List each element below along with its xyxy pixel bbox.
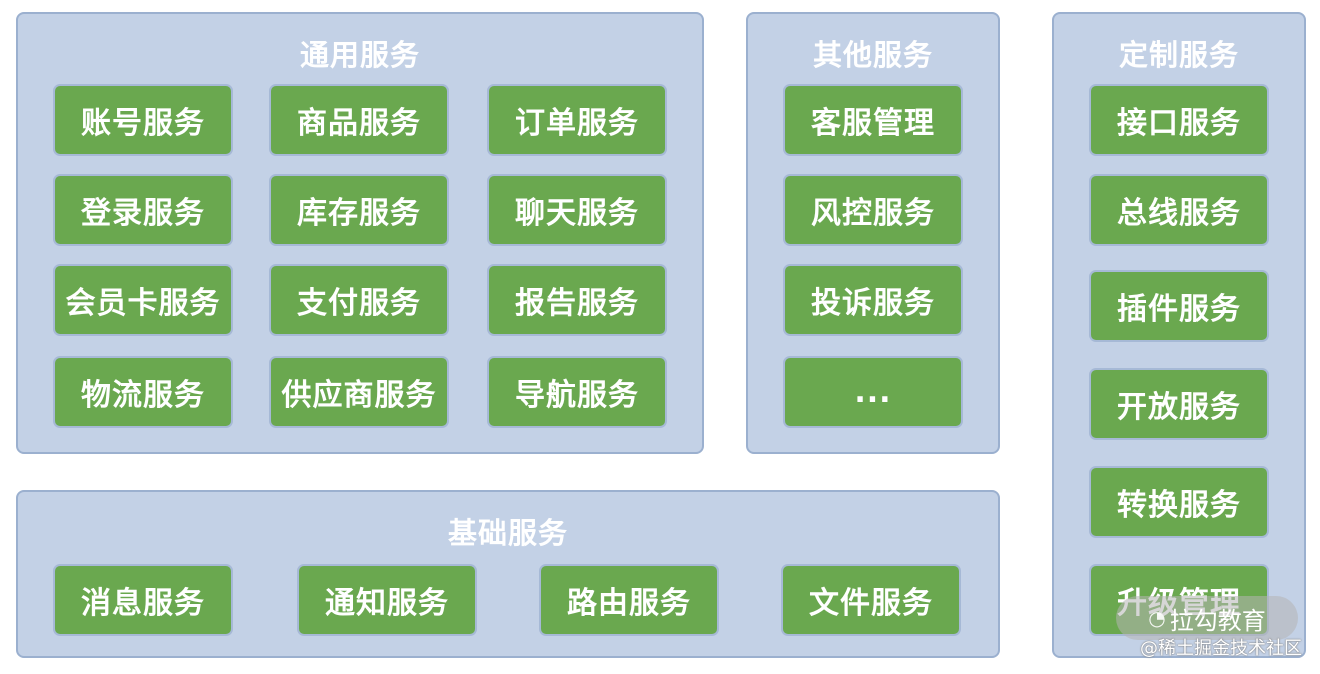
service-box-bus: 总线服务 — [1089, 174, 1269, 246]
service-box-report: 报告服务 — [487, 264, 667, 336]
service-box-conversion: 转换服务 — [1089, 466, 1269, 538]
service-box-interface: 接口服务 — [1089, 84, 1269, 156]
watermark-credit: @稀土掘金技术社区 — [1140, 638, 1302, 659]
service-box-membership: 会员卡服务 — [53, 264, 233, 336]
service-box-account: 账号服务 — [53, 84, 233, 156]
other-services-title: 其他服务 — [812, 38, 933, 72]
service-box-supplier: 供应商服务 — [269, 356, 449, 428]
watermark-text: 拉勾教育 — [1169, 606, 1266, 635]
base-services-title: 基础服务 — [447, 516, 568, 550]
service-box-risk-control: 风控服务 — [783, 174, 963, 246]
service-box-customer-service: 客服管理 — [783, 84, 963, 156]
custom-services-title: 定制服务 — [1118, 38, 1239, 72]
service-box-more: ... — [783, 356, 963, 428]
service-box-navigation: 导航服务 — [487, 356, 667, 428]
service-box-login: 登录服务 — [53, 174, 233, 246]
service-box-product: 商品服务 — [269, 84, 449, 156]
watermark-badge: ◔ 拉勾教育 — [1116, 596, 1298, 640]
service-box-routing: 路由服务 — [539, 564, 719, 636]
service-box-plugin: 插件服务 — [1089, 270, 1269, 342]
service-box-notification: 通知服务 — [297, 564, 477, 636]
service-box-order: 订单服务 — [487, 84, 667, 156]
general-services-title: 通用服务 — [299, 38, 420, 72]
service-box-file: 文件服务 — [781, 564, 961, 636]
service-box-complaint: 投诉服务 — [783, 264, 963, 336]
service-box-logistics: 物流服务 — [53, 356, 233, 428]
service-box-payment: 支付服务 — [269, 264, 449, 336]
service-box-open: 开放服务 — [1089, 368, 1269, 440]
service-box-inventory: 库存服务 — [269, 174, 449, 246]
service-box-message: 消息服务 — [53, 564, 233, 636]
lagou-logo-icon: ◔ — [1148, 606, 1166, 630]
service-box-chat: 聊天服务 — [487, 174, 667, 246]
